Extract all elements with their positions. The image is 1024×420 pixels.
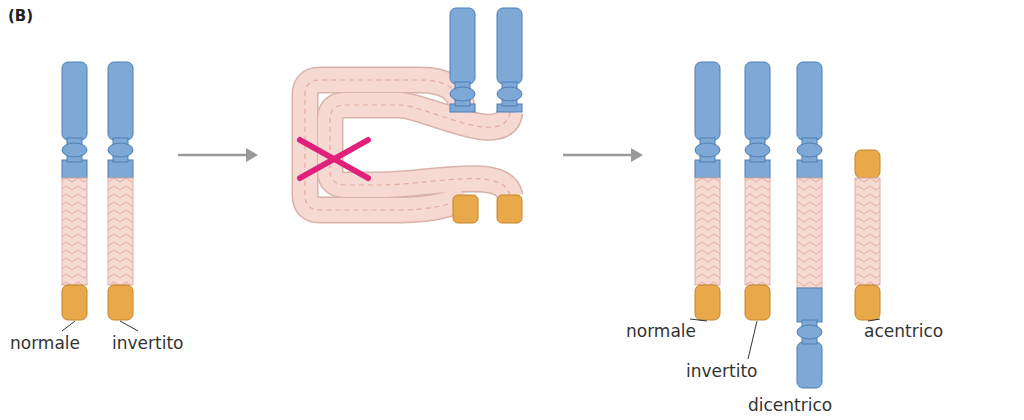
drawing-part (108, 160, 133, 178)
part-label: dicentrico (748, 396, 832, 415)
chromosome-arm (450, 8, 475, 112)
dicentric-chromosome (797, 62, 822, 388)
drawing-part (62, 178, 87, 285)
drawing-part (695, 143, 720, 157)
leader-line (748, 321, 757, 359)
drawing-part (695, 285, 720, 320)
drawing-part (450, 87, 475, 101)
drawing-part (497, 87, 522, 101)
paired-strand (330, 105, 510, 196)
part-label: normale (10, 334, 80, 353)
part-label: invertito (112, 334, 183, 353)
drawing-part (797, 325, 822, 339)
leader-line (62, 321, 75, 331)
process-arrow (563, 154, 635, 157)
drawing-part (62, 62, 87, 140)
drawing-part (62, 143, 87, 157)
drawing-part (695, 178, 720, 285)
chromosome (62, 62, 87, 320)
drawing-part (797, 62, 822, 140)
drawing-part (745, 143, 770, 157)
drawing-part (695, 160, 720, 178)
drawing-part (108, 143, 133, 157)
chromosome (108, 62, 133, 320)
drawing-part (497, 8, 522, 84)
crossover-mark (300, 140, 368, 178)
process-arrow (178, 154, 250, 157)
chromosome-end (497, 195, 522, 223)
arrowhead (631, 148, 643, 162)
drawing-part (62, 285, 87, 320)
drawing-part (745, 285, 770, 320)
drawing-part (855, 178, 880, 285)
drawing-part (62, 160, 87, 178)
drawing-part (797, 143, 822, 157)
part-label: invertito (686, 362, 757, 381)
chromosome (695, 62, 720, 320)
drawing-part (855, 285, 880, 320)
drawing-part (108, 62, 133, 140)
drawing-part (745, 178, 770, 285)
strand-texture (330, 105, 510, 196)
drawing-part (695, 62, 720, 140)
part-label: acentrico (864, 322, 943, 341)
leader-line (690, 319, 707, 321)
chromosome (745, 62, 770, 320)
drawing-part (745, 160, 770, 178)
drawing-part (797, 288, 822, 322)
drawing-part (745, 62, 770, 140)
paired-strand (330, 105, 510, 196)
drawing-part (108, 178, 133, 285)
leader-line (868, 319, 880, 321)
panel-letter: (B) (8, 8, 33, 25)
leader-line (120, 321, 138, 331)
drawing-part (855, 150, 880, 178)
part-label: normale (626, 322, 696, 341)
drawing-part (797, 160, 822, 178)
drawing-part (450, 8, 475, 84)
chromosome-end (453, 195, 478, 223)
drawing-part (797, 342, 822, 388)
acentric-fragment (855, 150, 880, 320)
chromosome-arm (497, 8, 522, 112)
arrowhead (246, 148, 258, 162)
drawing-part (108, 285, 133, 320)
drawing-part (797, 178, 822, 288)
